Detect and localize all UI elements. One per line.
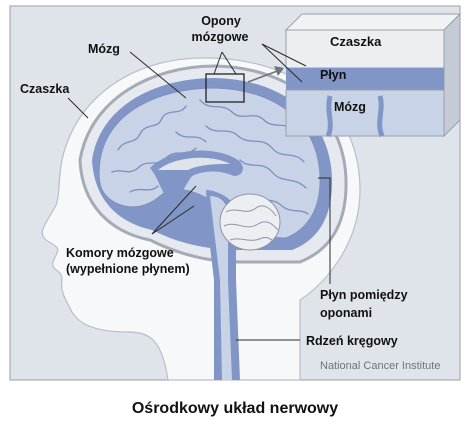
inset-arrow (247, 69, 281, 83)
label-rdzen: Rdzeń kręgowy (306, 334, 398, 348)
label-mozg-top: Mózg (88, 42, 120, 56)
brainstem (210, 196, 232, 380)
label-opony-line1: Opony (201, 14, 241, 28)
label-inset-czaszka: Czaszka (330, 34, 382, 49)
cerebellum (219, 193, 281, 251)
label-komory-line1: Komory mózgowe (66, 246, 174, 260)
label-plyn-pomiedzy-line1: Płyn pomiędzy (320, 288, 408, 302)
label-komory-line2: (wypełnione płynem) (66, 262, 190, 276)
ventricle-inner (158, 157, 230, 170)
figure-caption: Ośrodkowy układ nerwowy (131, 400, 339, 417)
label-opony-line2: mózgowe (191, 30, 249, 44)
inset-block (284, 12, 462, 138)
label-inset-plyn: Płyn (320, 68, 347, 82)
label-plyn-pomiedzy-line2: oponami (320, 306, 373, 320)
meninges-highlight-box (205, 73, 245, 103)
credit-text: National Cancer Institute (320, 360, 441, 372)
label-inset-mozg: Mózg (334, 100, 366, 114)
label-czaszka-left: Czaszka (20, 82, 70, 96)
inset-arrow-head (274, 66, 284, 76)
leader-lines (67, 43, 331, 341)
